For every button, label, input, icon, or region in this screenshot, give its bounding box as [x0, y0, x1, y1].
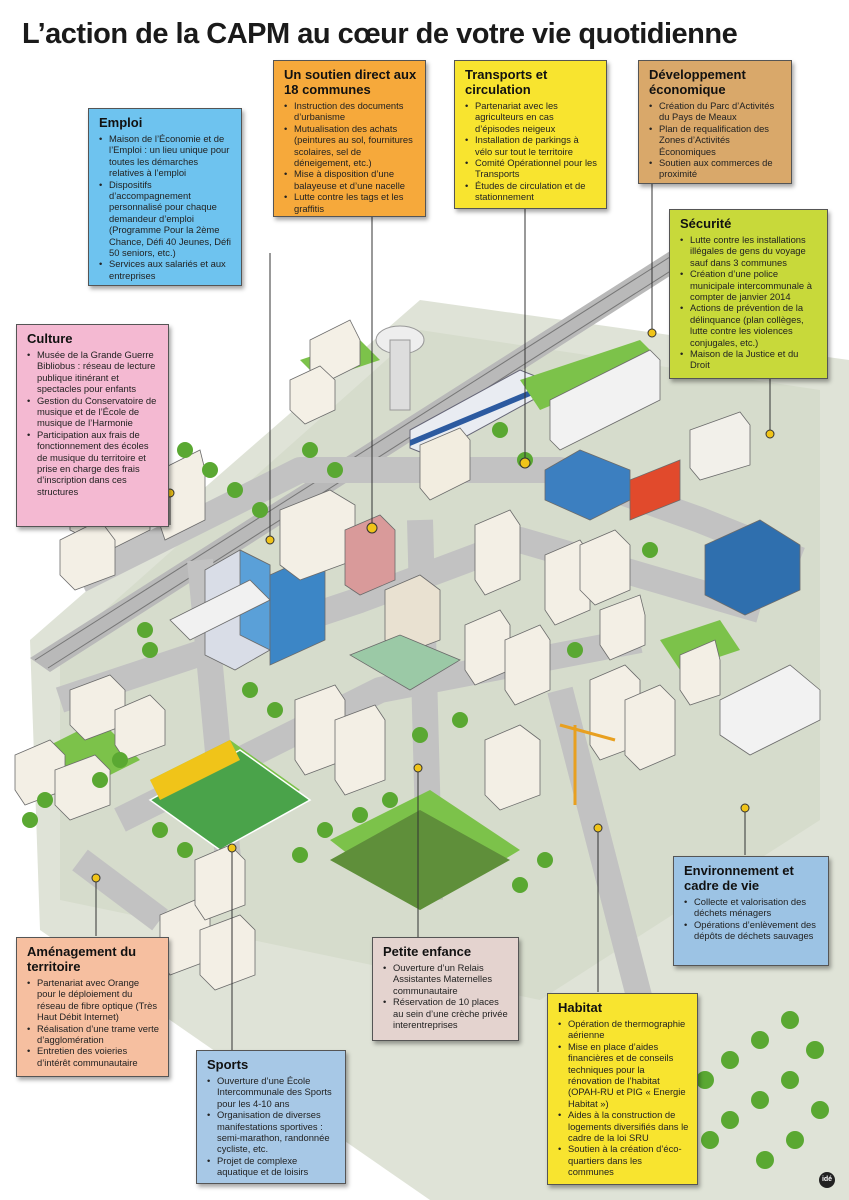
box-culture: Culture Musée de la Grande Guerre Biblio…	[16, 324, 169, 527]
crane	[559, 723, 616, 805]
box-list: Maison de l’Économie et de l’Emploi : un…	[99, 133, 233, 281]
box-list-item: Actions de prévention de la délinquance …	[680, 302, 819, 348]
box-title: Culture	[27, 331, 73, 346]
box-list: Ouverture d’une École Intercommunale des…	[207, 1075, 337, 1178]
box-title: Développement économique	[649, 67, 746, 97]
box-list-item: Dispositifs d’accompagnement personnalis…	[99, 179, 233, 259]
box-list: Collecte et valorisation des déchets mén…	[684, 896, 820, 942]
trees	[22, 422, 829, 1169]
box-list-item: Partenariat avec Orange pour le déploiem…	[27, 977, 160, 1023]
box-list-item: Création du Parc d’Activités du Pays de …	[649, 100, 783, 123]
box-list-item: Comité Opérationnel pour les Transports	[465, 157, 598, 180]
box-list-item: Mise à disposition d’une balayeuse et d’…	[284, 168, 417, 191]
box-habitat: Habitat Opération de thermographie aérie…	[547, 993, 698, 1185]
publisher-logo: idé	[819, 1172, 835, 1188]
box-list-item: Réservation de 10 places au sein d’une c…	[383, 996, 510, 1030]
box-list-item: Maison de la Justice et du Droit	[680, 348, 819, 371]
box-list-item: Soutien à la création d’éco-quartiers da…	[558, 1143, 689, 1177]
box-sports: Sports Ouverture d’une École Intercommun…	[196, 1050, 346, 1184]
box-soutien: Un soutien direct aux 18 communes Instru…	[273, 60, 426, 217]
box-list-item: Collecte et valorisation des déchets mén…	[684, 896, 820, 919]
box-list: Instruction des documents d’urbanismeMut…	[284, 100, 417, 214]
gardens	[330, 810, 510, 910]
box-amenagement: Aménagement du territoire Partenariat av…	[16, 937, 169, 1077]
box-list: Création du Parc d’Activités du Pays de …	[649, 100, 783, 180]
box-title: Un soutien direct aux 18 communes	[284, 67, 417, 97]
box-list-item: Installation de parkings à vélo sur tout…	[465, 134, 598, 157]
box-list-item: Maison de l’Économie et de l’Emploi : un…	[99, 133, 233, 179]
box-list-item: Services aux salariés et aux entreprises	[99, 258, 233, 281]
box-list-item: Plan de requalification des Zones d’Acti…	[649, 123, 783, 157]
box-list-item: Aides à la construction de logements div…	[558, 1109, 689, 1143]
box-list-item: Lutte contre les installations illégales…	[680, 234, 819, 268]
box-list: Lutte contre les installations illégales…	[680, 234, 819, 371]
box-title: Petite enfance	[383, 944, 472, 959]
leader-lines	[91, 183, 775, 1050]
box-list-item: Organisation de diverses manifestations …	[207, 1109, 337, 1155]
stadium	[148, 740, 312, 851]
box-title: Sports	[207, 1057, 249, 1072]
box-title: Environnement et cadre de vie	[684, 863, 794, 893]
box-list: Partenariat avec Orange pour le déploiem…	[27, 977, 160, 1068]
box-list-item: Lutte contre les tags et les graffitis	[284, 191, 417, 214]
box-developpement: Développement économique Création du Par…	[638, 60, 792, 184]
buildings	[14, 319, 821, 991]
box-list: Partenariat avec les agriculteurs en cas…	[465, 100, 598, 203]
box-list-item: Soutien aux commerces de proximité	[649, 157, 783, 180]
box-list: Musée de la Grande Guerre Bibliobus : ré…	[27, 349, 160, 497]
box-title: Transports et circulation	[465, 67, 548, 97]
box-title: Aménagement du territoire	[27, 944, 137, 974]
box-list-item: Opérations d’enlèvement des dépôts de dé…	[684, 919, 820, 942]
box-transports: Transports et circulation Partenariat av…	[454, 60, 607, 209]
box-list-item: Gestion du Conservatoire de musique et d…	[27, 395, 160, 429]
box-list-item: Ouverture d’un Relais Assistantes Matern…	[383, 962, 510, 996]
box-list-item: Réalisation d’une trame verte d’agglomér…	[27, 1023, 160, 1046]
box-list-item: Partenariat avec les agriculteurs en cas…	[465, 100, 598, 134]
box-list-item: Projet de complexe aquatique et de loisi…	[207, 1155, 337, 1178]
box-title: Emploi	[99, 115, 143, 130]
page-title: L’action de la CAPM au cœur de votre vie…	[22, 18, 738, 50]
box-list-item: Entretien des voieries d’intérêt communa…	[27, 1045, 160, 1068]
box-petite-enfance: Petite enfance Ouverture d’un Relais Ass…	[372, 937, 519, 1041]
water-tower	[375, 325, 425, 411]
box-list: Ouverture d’un Relais Assistantes Matern…	[383, 962, 510, 1030]
box-list-item: Création d’une police municipale interco…	[680, 268, 819, 302]
box-title: Habitat	[558, 1000, 603, 1015]
box-list: Opération de thermographie aérienneMise …	[558, 1018, 689, 1178]
box-emploi: Emploi Maison de l’Économie et de l’Empl…	[88, 108, 242, 286]
box-list-item: Instruction des documents d’urbanisme	[284, 100, 417, 123]
box-list-item: Mise en place d’aides financières et de …	[558, 1041, 689, 1109]
box-securite: Sécurité Lutte contre les installations …	[669, 209, 828, 379]
box-list-item: Mutualisation des achats (peintures au s…	[284, 123, 417, 169]
box-environnement: Environnement et cadre de vie Collecte e…	[673, 856, 829, 966]
box-list-item: Opération de thermographie aérienne	[558, 1018, 689, 1041]
box-list-item: Études de circulation et de stationnemen…	[465, 180, 598, 203]
box-list-item: Musée de la Grande Guerre Bibliobus : ré…	[27, 349, 160, 395]
box-list-item: Ouverture d’une École Intercommunale des…	[207, 1075, 337, 1109]
box-list-item: Participation aux frais de fonctionnemen…	[27, 429, 160, 497]
box-title: Sécurité	[680, 216, 732, 231]
